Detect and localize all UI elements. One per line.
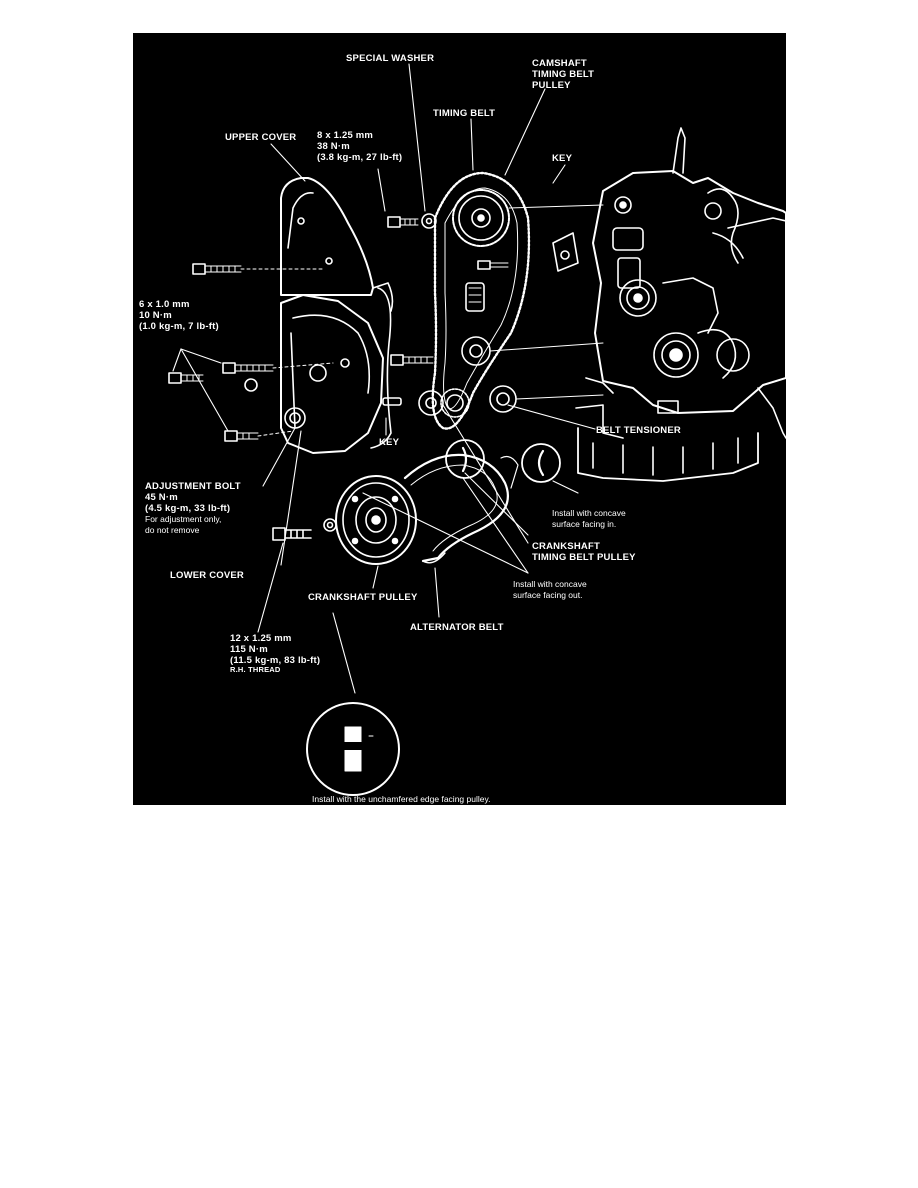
label-crankshaft-pulley: CRANKSHAFT PULLEY: [308, 592, 418, 603]
detail-circle-washer: [306, 702, 400, 796]
label-alternator-belt: ALTERNATOR BELT: [410, 622, 504, 633]
label-lower-cover: LOWER COVER: [170, 570, 244, 581]
label-key-bottom: KEY: [379, 437, 400, 448]
note-install-concave-in: Install with concave surface facing in.: [552, 508, 626, 529]
cover-bolts-illustration: [168, 263, 434, 442]
note-install-concave-out: Install with concave surface facing out.: [513, 579, 587, 600]
label-cover-bolt-spec: 6 x 1.0 mm 10 N·m (1.0 kg-m, 7 lb-ft): [139, 299, 219, 332]
upper-bolt-illustration: [387, 213, 437, 229]
lower-cover-illustration: [244, 287, 392, 454]
label-crankshaft-timing-belt-pulley: CRANKSHAFT TIMING BELT PULLEY: [532, 541, 636, 563]
exploded-view-artwork: [168, 63, 786, 796]
label-camshaft-timing-belt-pulley: CAMSHAFT TIMING BELT PULLEY: [532, 58, 595, 91]
camshaft-pulley-illustration: [452, 189, 604, 247]
note-unchamfered-edge: Install with the unchamfered edge facing…: [312, 794, 491, 804]
label-upper-cover: UPPER COVER: [225, 132, 297, 143]
timing-belt-diagram: SPECIAL WASHER CAMSHAFT TIMING BELT PULL…: [133, 33, 786, 805]
engine-block-illustration: [552, 127, 786, 482]
upper-cover-illustration: [280, 177, 394, 312]
detail-circle-concave-in: [521, 443, 561, 483]
crankshaft-pulley-illustration: [272, 475, 417, 565]
label-timing-belt: TIMING BELT: [433, 108, 496, 119]
note-adjustment-only: For adjustment only, do not remove: [145, 514, 222, 535]
label-key-top: KEY: [552, 153, 573, 164]
label-crank-bolt-spec: 12 x 1.25 mm 115 N·m (11.5 kg-m, 83 lb-f…: [230, 633, 321, 674]
label-special-washer: SPECIAL WASHER: [346, 53, 435, 64]
leader-lines: [172, 63, 596, 694]
timing-belt-illustration: [431, 171, 531, 430]
belt-tensioner-illustration: [461, 260, 604, 366]
label-adjustment-bolt: ADJUSTMENT BOLT 45 N·m (4.5 kg-m, 33 lb-…: [145, 481, 241, 514]
crankshaft-timing-pulley-illustration: [382, 385, 604, 418]
label-upper-bolt-spec: 8 x 1.25 mm 38 N·m (3.8 kg-m, 27 lb-ft): [317, 130, 403, 163]
label-belt-tensioner: BELT TENSIONER: [596, 425, 681, 436]
